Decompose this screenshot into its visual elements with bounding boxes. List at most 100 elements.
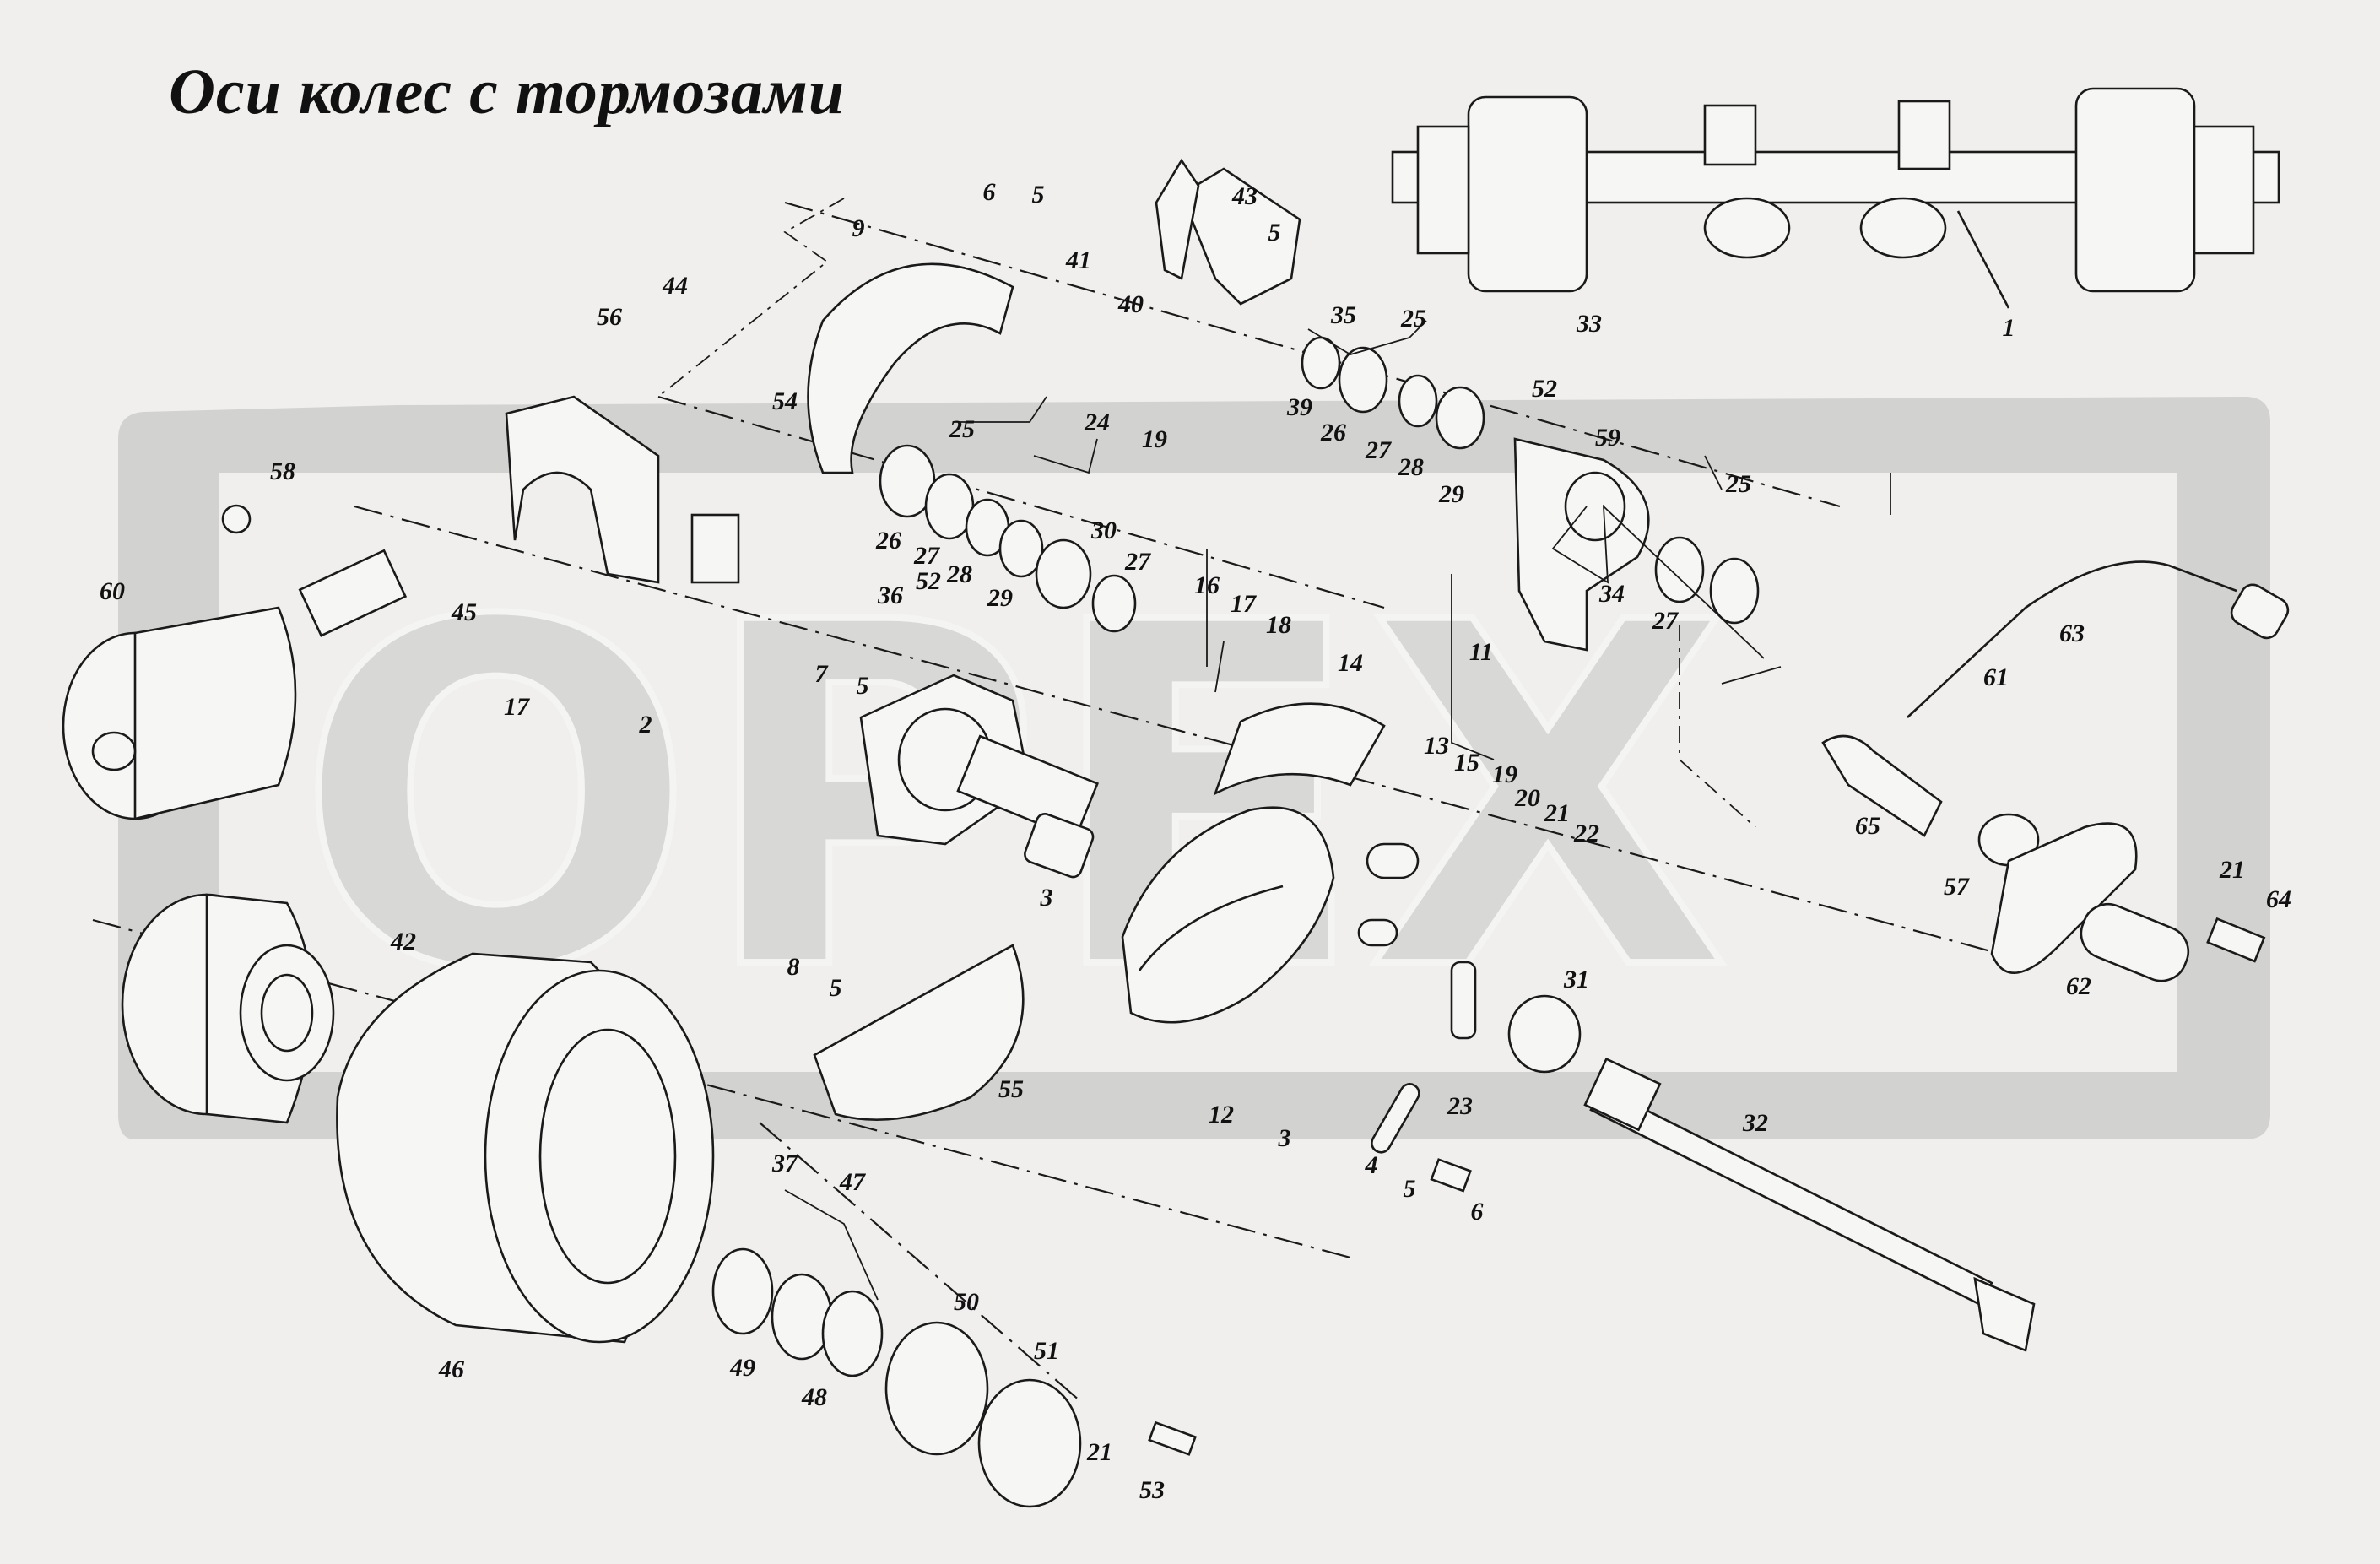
brake-shoes [1121, 702, 1386, 1024]
camshaft-bushings-upper [1155, 158, 1485, 450]
callout-6b: 6 [1471, 1198, 1484, 1226]
callout-15: 15 [1454, 749, 1479, 777]
callout-52b: 52 [1532, 375, 1557, 403]
dust-shield-lower [813, 944, 1025, 1121]
callout-4: 4 [1365, 1151, 1378, 1179]
callout-59: 59 [1595, 424, 1620, 452]
brake-camshaft [1583, 1057, 2036, 1352]
callout-33: 33 [1576, 310, 1602, 338]
callout-20: 20 [1514, 784, 1540, 812]
callout-3b: 3 [1278, 1124, 1291, 1152]
callout-62: 62 [2066, 972, 2091, 1000]
callout-labels: 1 2 3 3 4 5 5 5 5 5 6 6 7 8 9 11 12 13 1… [100, 178, 2291, 1504]
callout-28b: 28 [1398, 453, 1424, 481]
callout-26a: 26 [875, 527, 901, 555]
callout-5d: 5 [830, 974, 842, 1002]
callout-5e: 5 [1404, 1175, 1416, 1203]
callout-48: 48 [801, 1383, 827, 1411]
callout-21b: 21 [2219, 856, 2245, 884]
callout-3a: 3 [1040, 884, 1053, 912]
callout-64: 64 [2266, 885, 2291, 913]
brake-spider [859, 674, 1100, 879]
callout-6a: 6 [983, 178, 996, 206]
callout-47: 47 [839, 1168, 866, 1196]
callout-5c: 5 [857, 672, 869, 700]
callout-7: 7 [815, 660, 829, 688]
brake-chamber [62, 504, 408, 820]
callout-36: 36 [877, 582, 903, 609]
wheel-hub [121, 893, 335, 1124]
callout-52a: 52 [916, 567, 941, 595]
callout-25c: 25 [1725, 470, 1751, 498]
callout-17a: 17 [1231, 590, 1257, 618]
axle-bracket [505, 395, 740, 584]
callout-46: 46 [438, 1356, 464, 1383]
callout-22: 22 [1573, 820, 1599, 847]
callout-21a: 21 [1544, 799, 1570, 827]
callout-61: 61 [1983, 663, 2009, 691]
callout-51: 51 [1034, 1337, 1059, 1365]
callout-26b: 26 [1320, 419, 1346, 446]
hub-cap-parts [711, 1247, 1197, 1508]
callout-21c: 21 [1086, 1438, 1112, 1466]
callout-8: 8 [787, 953, 800, 981]
callout-44: 44 [662, 272, 688, 300]
callout-41: 41 [1065, 246, 1091, 274]
callout-14: 14 [1338, 649, 1363, 677]
callout-16: 16 [1194, 571, 1220, 599]
callout-25b: 25 [1400, 305, 1426, 333]
callout-25a: 25 [949, 415, 975, 443]
callout-27c: 27 [1365, 436, 1392, 464]
callout-65: 65 [1855, 812, 1880, 840]
callout-49: 49 [729, 1354, 755, 1382]
callout-58: 58 [270, 457, 295, 485]
axle-assembly-overview [1391, 87, 2280, 309]
callout-28a: 28 [946, 560, 972, 588]
callout-32: 32 [1742, 1109, 1768, 1137]
callout-34: 34 [1598, 580, 1625, 608]
dust-shield-upper [807, 262, 1014, 474]
callout-55: 55 [998, 1075, 1024, 1103]
callout-17b: 17 [504, 693, 530, 721]
callout-18: 18 [1266, 611, 1291, 639]
callout-5a: 5 [1032, 181, 1045, 208]
callout-53: 53 [1139, 1476, 1165, 1504]
callout-13: 13 [1424, 732, 1449, 760]
callout-19b: 19 [1492, 760, 1517, 788]
callout-1: 1 [2003, 314, 2015, 342]
callout-54: 54 [772, 387, 798, 415]
leader-lines [784, 320, 1891, 1301]
callout-43: 43 [1231, 182, 1258, 210]
callout-39: 39 [1286, 393, 1312, 421]
callout-50: 50 [954, 1288, 979, 1316]
callout-40: 40 [1117, 290, 1144, 318]
callout-19a: 19 [1142, 425, 1167, 453]
callout-24: 24 [1084, 409, 1110, 436]
camshaft-bracket [1821, 560, 2290, 982]
callout-23: 23 [1447, 1092, 1473, 1120]
callout-35: 35 [1330, 301, 1356, 329]
callout-29a: 29 [987, 584, 1013, 612]
callout-31: 31 [1563, 966, 1589, 993]
callout-5b: 5 [1268, 219, 1281, 246]
brake-drum [336, 952, 715, 1344]
callout-27d: 27 [1652, 607, 1679, 635]
callout-11: 11 [1469, 638, 1493, 666]
callout-63: 63 [2059, 620, 2085, 647]
callout-2: 2 [639, 711, 652, 739]
callout-57: 57 [1944, 873, 1970, 901]
callout-45: 45 [451, 598, 477, 626]
callout-42: 42 [390, 928, 416, 955]
callout-12: 12 [1209, 1101, 1234, 1128]
callout-9: 9 [852, 214, 865, 242]
callout-60: 60 [100, 577, 125, 605]
camshaft-bushings-left [879, 444, 1137, 633]
callout-27b: 27 [1124, 548, 1151, 576]
diagram-title: Оси колес с тормозами [169, 57, 846, 127]
callout-37: 37 [771, 1150, 798, 1177]
slack-adjuster [1513, 437, 1760, 652]
springs-and-pins [1357, 842, 1582, 1193]
callout-29b: 29 [1438, 480, 1464, 508]
